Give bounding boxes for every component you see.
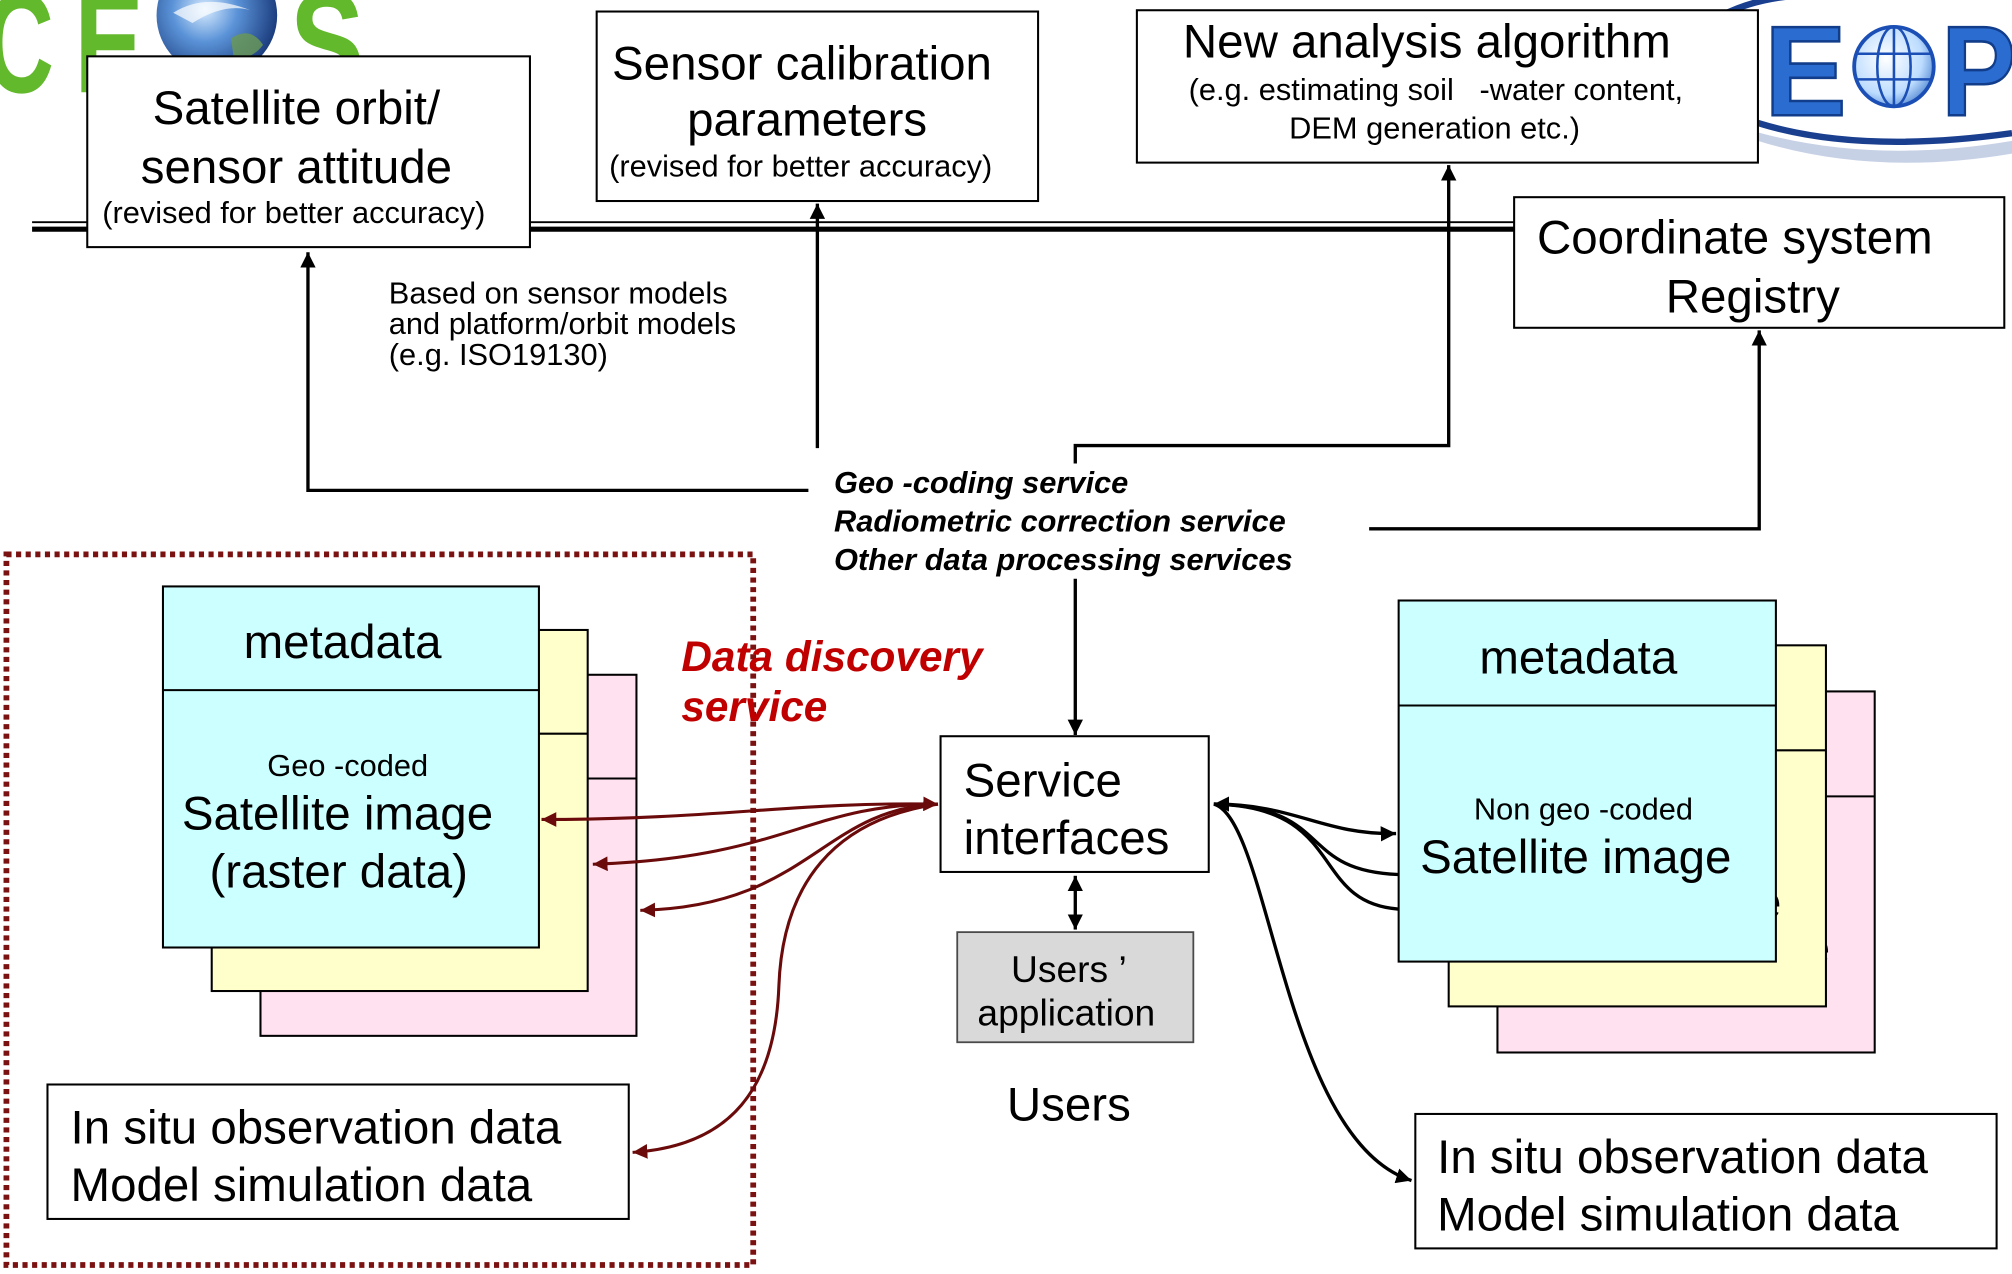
arrow-to-orbit-box <box>300 252 809 493</box>
access-line-to-right-back-card <box>1213 802 1399 911</box>
in-situ-box-left: In situ observation data Model simulatio… <box>46 1083 630 1220</box>
users-application-frame <box>956 931 1195 1044</box>
left-card-metadata-header: metadata <box>244 616 443 669</box>
users-label: Users <box>1007 1078 1131 1131</box>
registry-box-frame <box>1513 196 2006 329</box>
sensor-model-note: Based on sensor models and platform/orbi… <box>389 275 736 371</box>
left-card-geo-coded-label: Geo -coded <box>267 748 428 783</box>
calibration-box-subtitle: (revised for better accuracy) <box>609 149 992 184</box>
service-interfaces-box: Service interfaces <box>939 735 1210 873</box>
left-card-front-frame <box>161 585 540 949</box>
registry-box: Coordinate system Registry <box>1513 196 2006 329</box>
calibration-box-frame <box>595 10 1040 203</box>
left-card-satellite-image-label: Satellite image <box>182 788 493 841</box>
left-card-front: metadata Geo -coded Satellite image (ras… <box>161 585 540 949</box>
data-discovery-label-line-1: Data discovery <box>681 633 985 680</box>
algorithm-box-example-line-2: DEM generation etc.) <box>1289 110 1580 145</box>
discovery-arrow-to-left-back-card <box>640 802 939 918</box>
calibration-box-title-line-1: Sensor calibration <box>612 37 992 90</box>
discovery-arrows <box>541 796 939 1159</box>
calibration-box: Sensor calibration parameters (revised f… <box>595 10 1040 203</box>
in-situ-right-line-2: Model simulation data <box>1437 1189 1899 1242</box>
in-situ-left-line-1: In situ observation data <box>71 1101 562 1154</box>
right-card-front: metadata Non geo -coded Satellite image <box>1397 599 1777 963</box>
algorithm-box-frame <box>1135 9 1759 164</box>
right-logo-swoosh-bottom <box>1741 114 2012 145</box>
service-radiometric-correction: Radiometric correction service <box>834 503 1286 538</box>
right-card-satellite-image-label: Satellite image <box>1420 831 1731 884</box>
sensor-note-line-1: Based on sensor models <box>389 275 728 310</box>
right-card-non-geo-coded-label: Non geo -coded <box>1474 791 1693 826</box>
globe-icon <box>1852 24 1936 109</box>
arrow-to-algorithm-box <box>1073 165 1457 464</box>
right-logo: E P <box>1720 0 2012 163</box>
orbit-box-title-line-2: sensor attitude <box>141 141 452 194</box>
orbit-box-frame <box>86 55 531 249</box>
right-logo-letter-p: P <box>1941 0 2012 143</box>
orbit-box-title-line-1: Satellite orbit/ <box>153 82 441 135</box>
processing-services-list: Geo -coding service Radiometric correcti… <box>834 465 1293 577</box>
right-card-front-frame <box>1397 599 1777 963</box>
users-application-line-2: application <box>977 992 1155 1034</box>
data-discovery-label: Data discovery service <box>681 633 985 730</box>
sensor-note-line-3: (e.g. ISO19130) <box>389 337 608 372</box>
arrow-to-registry-box <box>1369 330 1767 531</box>
discovery-arrow-to-left-middle-card <box>592 802 938 872</box>
right-card-metadata-header: metadata <box>1479 632 1678 685</box>
right-logo-letter-e: E <box>1764 0 1846 143</box>
discovery-arrow-to-left-front-card <box>541 796 939 827</box>
registry-box-title-line-2: Registry <box>1666 270 1840 323</box>
sensor-note-line-2: and platform/orbit models <box>389 306 736 341</box>
in-situ-box-right-frame <box>1414 1112 1998 1250</box>
left-card-raster-data-label: (raster data) <box>210 845 468 898</box>
algorithm-box-title: New analysis algorithm <box>1183 16 1671 69</box>
service-interfaces-line-1: Service <box>964 754 1122 807</box>
access-arrow-to-right-in-situ-box <box>1213 802 1412 1184</box>
service-interfaces-frame <box>939 735 1210 873</box>
algorithm-box-example-line-1: (e.g. estimating soil -water content, <box>1189 72 1683 107</box>
service-other-processing: Other data processing services <box>834 542 1293 577</box>
in-situ-right-line-1: In situ observation data <box>1437 1131 1928 1184</box>
orbit-box: Satellite orbit/ sensor attitude (revise… <box>86 55 531 249</box>
in-situ-left-line-2: Model simulation data <box>71 1159 533 1212</box>
orbit-box-subtitle: (revised for better accuracy) <box>102 195 485 230</box>
in-situ-box-right: In situ observation data Model simulatio… <box>1414 1112 1998 1250</box>
users-application-line-1: Users ’ <box>1011 948 1127 990</box>
data-discovery-region-border <box>3 551 757 1268</box>
left-image-stack: metadata Geo -coded Satellite image (ras… <box>161 585 638 1037</box>
data-discovery-label-line-2: service <box>681 683 827 730</box>
service-interfaces-line-2: interfaces <box>964 812 1170 865</box>
in-situ-box-left-frame <box>46 1083 630 1220</box>
registry-box-title-line-1: Coordinate system <box>1537 212 1933 265</box>
earth-landmass <box>230 33 264 58</box>
earth-cloud-swirl <box>173 1 251 24</box>
discovery-arrow-to-left-in-situ-box <box>632 802 939 1159</box>
access-arrows-right <box>1213 796 1412 1184</box>
service-geo-coding: Geo -coding service <box>834 465 1128 500</box>
users-application-box: Users ’ application <box>956 931 1195 1044</box>
right-logo-swoosh-shadow <box>1734 125 2012 163</box>
calibration-box-title-line-2: parameters <box>687 94 927 147</box>
right-image-stack: metadata Non geo -coded Satellite image … <box>1397 599 1876 1054</box>
algorithm-box: New analysis algorithm (e.g. estimating … <box>1135 9 1759 164</box>
ceos-logo-letter-c: C <box>0 0 54 123</box>
